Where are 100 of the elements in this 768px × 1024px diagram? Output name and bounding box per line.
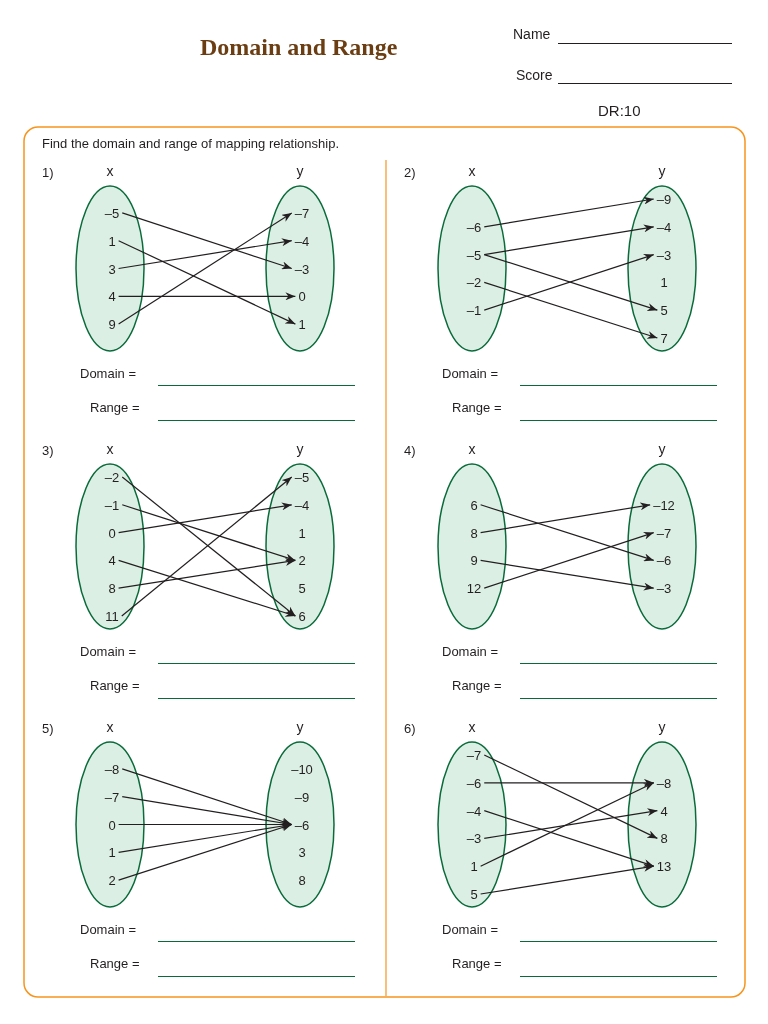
set-element: 12: [463, 580, 485, 596]
arrow: [121, 768, 293, 826]
set-element: 13: [653, 858, 675, 874]
field-label: Range =: [452, 678, 502, 693]
set-element: –1: [101, 497, 123, 513]
arrow: [480, 504, 655, 562]
arrow: [483, 531, 655, 589]
set-element: 8: [105, 580, 119, 596]
set-element: –2: [463, 274, 485, 290]
set-element: –4: [653, 219, 675, 235]
arrow: [118, 238, 293, 270]
field-label: Domain =: [80, 644, 136, 659]
set-label: y: [658, 719, 666, 735]
set-element: –5: [463, 247, 485, 263]
set-element: –3: [653, 580, 675, 596]
set-label: y: [658, 163, 666, 179]
instruction-text: Find the domain and range of mapping relationship.: [42, 136, 340, 151]
field-label: Name: [513, 26, 551, 42]
set-label: y: [658, 441, 666, 457]
set-element: –3: [653, 247, 675, 263]
set-element: 5: [657, 302, 671, 318]
set-element: 9: [467, 552, 481, 568]
set-element: –3: [463, 830, 485, 846]
arrow: [483, 754, 658, 839]
set-element: 4: [105, 552, 119, 568]
set-element: 8: [295, 872, 309, 888]
set-label: x: [468, 441, 476, 457]
field-label: Domain =: [442, 644, 498, 659]
set-element: –9: [653, 191, 675, 207]
arrow: [118, 502, 293, 534]
set-element: 9: [105, 316, 119, 332]
arrow: [480, 559, 655, 591]
arrow: [118, 240, 296, 325]
set-label: y: [296, 719, 304, 735]
set-element: 3: [105, 261, 119, 276]
arrow: [483, 224, 655, 256]
field-label: Domain =: [442, 366, 498, 381]
set-element: –10: [288, 761, 316, 777]
set-element: 5: [467, 886, 481, 902]
set-element: –7: [653, 525, 675, 541]
set-element: 11: [102, 608, 122, 624]
set-element: –3: [291, 261, 313, 276]
field-label: Range =: [452, 400, 502, 415]
arrow: [480, 782, 655, 867]
set-element: –4: [463, 803, 485, 819]
set-element: 6: [467, 497, 481, 513]
set-element: 8: [657, 830, 671, 846]
set-label: y: [296, 163, 304, 179]
set-element: 3: [295, 844, 309, 860]
arrow: [121, 504, 296, 562]
field-label: Domain =: [80, 366, 136, 381]
set-element: 1: [467, 858, 481, 874]
arrow: [118, 212, 293, 325]
set-element: 1: [295, 525, 309, 541]
arrow: [118, 823, 293, 881]
arrow: [118, 558, 296, 589]
set-element: –12: [650, 497, 678, 513]
arrow: [483, 281, 658, 339]
set-element: –6: [463, 219, 485, 235]
set-element: –4: [291, 497, 313, 513]
set-label: x: [468, 719, 476, 735]
set-element: –1: [463, 302, 485, 318]
set-label: y: [296, 441, 304, 457]
set-element: 5: [295, 580, 309, 596]
arrow: [480, 863, 655, 895]
field-label: Range =: [90, 400, 140, 415]
problem-number: 4): [404, 443, 416, 458]
set-element: –6: [653, 552, 675, 568]
field-label: Range =: [90, 678, 140, 693]
arrow: [483, 810, 655, 867]
title: Domain and Range: [200, 34, 398, 61]
arrow: [121, 796, 293, 827]
set-element: –8: [653, 775, 675, 791]
set-element: –7: [463, 747, 485, 763]
arrow: [118, 292, 296, 301]
set-element: –7: [101, 789, 123, 805]
set-element: –7: [291, 205, 313, 221]
set-label: x: [106, 163, 114, 179]
field-label: Range =: [90, 956, 140, 971]
set-element: 1: [105, 233, 119, 249]
problem-number: 3): [42, 443, 54, 458]
sheet-code: DR:10: [598, 102, 641, 119]
arrow: [483, 778, 655, 787]
arrow: [480, 502, 651, 534]
set-label: x: [106, 719, 114, 735]
problem-number: 1): [42, 165, 54, 180]
set-element: 4: [105, 288, 119, 304]
set-element: 2: [105, 872, 119, 888]
set-element: –4: [291, 233, 313, 249]
arrow: [121, 212, 293, 270]
set-element: 4: [657, 803, 671, 819]
set-element: 7: [657, 330, 671, 346]
set-element: 1: [105, 844, 119, 860]
set-element: –2: [101, 469, 123, 485]
set-element: 6: [295, 608, 309, 624]
set-element: 1: [657, 274, 671, 290]
set-element: –5: [101, 205, 123, 221]
field-label: Range =: [452, 956, 502, 971]
arrow: [118, 559, 296, 617]
set-element: –9: [291, 789, 313, 805]
